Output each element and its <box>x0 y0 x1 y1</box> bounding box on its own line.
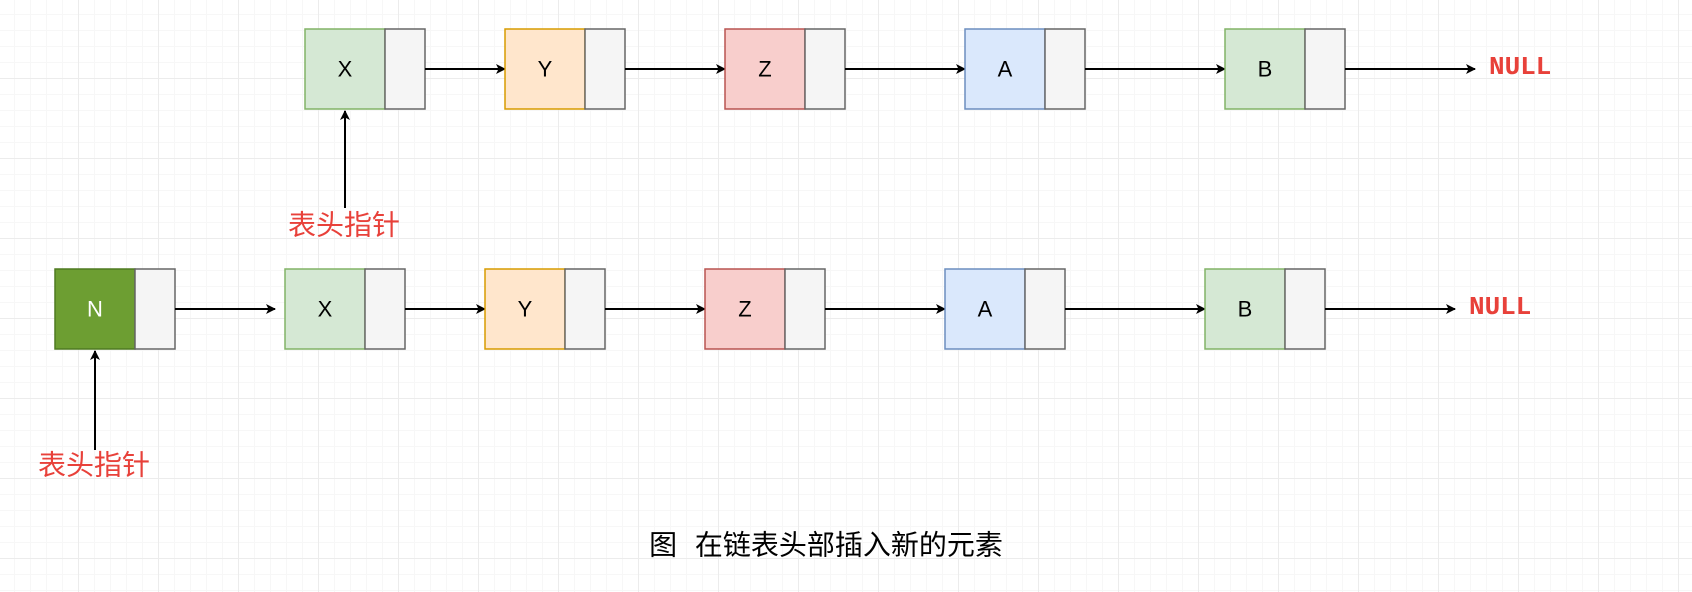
node-next-cell <box>134 268 176 350</box>
list-node: Z <box>724 28 846 110</box>
original-list: X Y Z A B NULL <box>288 28 1551 242</box>
list-node: X <box>304 28 426 110</box>
node-data-cell <box>944 268 1026 350</box>
node-data-cell <box>1204 268 1286 350</box>
null-terminator: NULL <box>1469 292 1531 322</box>
node-label: X <box>338 57 353 82</box>
list-node: B <box>1224 28 1346 110</box>
node-next-cell <box>364 268 406 350</box>
list-node: B <box>1204 268 1326 350</box>
node-label: Y <box>518 297 533 322</box>
list-node: Y <box>504 28 626 110</box>
head-pointer-label: 表头指针 <box>38 449 150 482</box>
node-next-cell <box>584 28 626 110</box>
node-label: N <box>87 297 103 322</box>
list-node: X <box>284 268 406 350</box>
node-next-cell <box>564 268 606 350</box>
list-node: A <box>944 268 1066 350</box>
node-data-cell <box>964 28 1046 110</box>
node-next-cell <box>384 28 426 110</box>
node-data-cell <box>54 268 136 350</box>
node-data-cell <box>724 28 806 110</box>
list-node: Z <box>704 268 826 350</box>
node-next-cell <box>804 28 846 110</box>
head-pointer-label: 表头指针 <box>288 209 400 242</box>
node-label: Z <box>738 297 751 322</box>
node-label: B <box>1258 57 1273 82</box>
node-next-cell <box>1284 268 1326 350</box>
list-node-new: N <box>54 268 176 350</box>
node-label: X <box>318 297 333 322</box>
inserted-list: N X Y Z A <box>38 268 1531 482</box>
node-data-cell <box>484 268 566 350</box>
node-data-cell <box>504 28 586 110</box>
null-terminator: NULL <box>1489 52 1551 82</box>
node-label: A <box>978 297 993 322</box>
node-label: Z <box>758 57 771 82</box>
list-node: Y <box>484 268 606 350</box>
list-node: A <box>964 28 1086 110</box>
node-label: A <box>998 57 1013 82</box>
node-next-cell <box>1044 28 1086 110</box>
node-data-cell <box>304 28 386 110</box>
node-label: B <box>1238 297 1253 322</box>
node-next-cell <box>1024 268 1066 350</box>
node-data-cell <box>704 268 786 350</box>
node-data-cell <box>1224 28 1306 110</box>
node-next-cell <box>784 268 826 350</box>
node-label: Y <box>538 57 553 82</box>
node-next-cell <box>1304 28 1346 110</box>
figure-caption: 图 在链表头部插入新的元素 <box>649 529 1003 562</box>
